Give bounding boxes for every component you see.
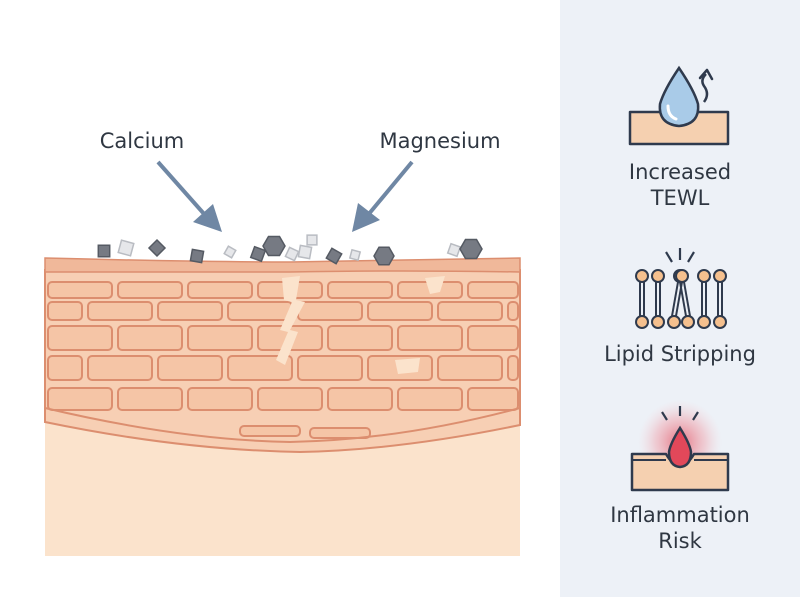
corneocyte-brick (187, 325, 253, 351)
lipid-head (651, 315, 665, 329)
corneocyte-brick (47, 281, 113, 299)
mineral-crystal (262, 235, 286, 257)
corneocyte-brick (257, 387, 323, 411)
corneocyte-brick (187, 281, 253, 299)
corneocyte-brick (117, 325, 183, 351)
corneocyte-brick (117, 281, 183, 299)
corneocyte-brick (47, 355, 83, 381)
corneocyte-brick (309, 427, 371, 439)
corneocyte-brick (297, 301, 363, 321)
corneocyte-brick (327, 281, 393, 299)
lipid-head (697, 269, 711, 283)
magnesium-arrow (352, 160, 414, 232)
effects-panel: Increased TEWL Lipid Stripping In (560, 0, 800, 597)
lipid-tail (683, 281, 691, 317)
mineral-crystal (348, 248, 362, 262)
lipid-head (667, 315, 681, 329)
corneocyte-brick (327, 325, 393, 351)
lipid-bilayer-disruption-icon (635, 248, 727, 329)
effect-label-lipid: Lipid Stripping (604, 342, 756, 366)
corneocyte-brick (227, 301, 293, 321)
corneocyte-brick (187, 387, 253, 411)
corneocyte-brick (47, 325, 113, 351)
mineral-crystal (189, 248, 205, 264)
corneocyte-brick (227, 355, 293, 381)
mineral-crystal (446, 242, 462, 258)
corneocyte-brick (437, 355, 503, 381)
corneocyte-brick (507, 355, 519, 381)
corneocyte-brick (467, 281, 519, 299)
water-drop-evaporation-icon (628, 65, 730, 146)
magnesium-label: Magnesium (379, 129, 501, 153)
basal-curve (44, 407, 521, 444)
mineral-crystal (117, 239, 135, 257)
mineral-crystal (223, 245, 237, 259)
calcium-label: Calcium (99, 129, 185, 153)
corneocyte-brick (507, 301, 519, 321)
mineral-crystal (97, 244, 111, 258)
corneocyte-brick (47, 301, 83, 321)
corneocyte-brick (297, 355, 363, 381)
corneocyte-brick (47, 387, 113, 411)
lipid-tail (671, 281, 679, 317)
corneocyte-brick (87, 301, 153, 321)
lipid-head (713, 315, 727, 329)
lipid-head (651, 269, 665, 283)
calcium-arrow (156, 160, 222, 232)
corneocyte-brick (397, 387, 463, 411)
corneocyte-brick (397, 325, 463, 351)
skin-surface (44, 257, 521, 273)
mineral-crystal (284, 246, 300, 262)
mineral-crystal (459, 238, 483, 260)
inflammation-droplet-icon (630, 400, 730, 492)
corneocyte-brick (239, 425, 301, 437)
corneocyte-brick (157, 355, 223, 381)
barrier-cracks (276, 276, 445, 374)
skin-cross-section (44, 160, 521, 556)
lipid-head (635, 315, 649, 329)
corneocyte-brick (157, 301, 223, 321)
mineral-crystal (147, 238, 167, 258)
effect-label-inflammation: Inflammation Risk (610, 503, 750, 553)
lipid-head (713, 269, 727, 283)
lipid-head (681, 315, 695, 329)
mineral-crystal (297, 244, 313, 260)
corneocyte-brick (437, 301, 503, 321)
corneocyte-brick (87, 355, 153, 381)
mineral-crystal (306, 234, 318, 246)
mineral-crystal (249, 245, 267, 263)
corneocyte-brick (467, 387, 519, 411)
corneocyte-brick (117, 387, 183, 411)
lipid-head (635, 269, 649, 283)
mineral-crystal (373, 246, 395, 266)
corneocyte-brick (467, 325, 519, 351)
lipid-head (697, 315, 711, 329)
lipid-head (675, 269, 689, 283)
mineral-crystal (325, 247, 343, 265)
mineral-deposits (97, 234, 483, 266)
corneocyte-brick (367, 301, 433, 321)
corneocyte-brick (327, 387, 393, 411)
effect-label-tewl: Increased TEWL (628, 160, 732, 210)
lipid-tail (679, 281, 687, 317)
